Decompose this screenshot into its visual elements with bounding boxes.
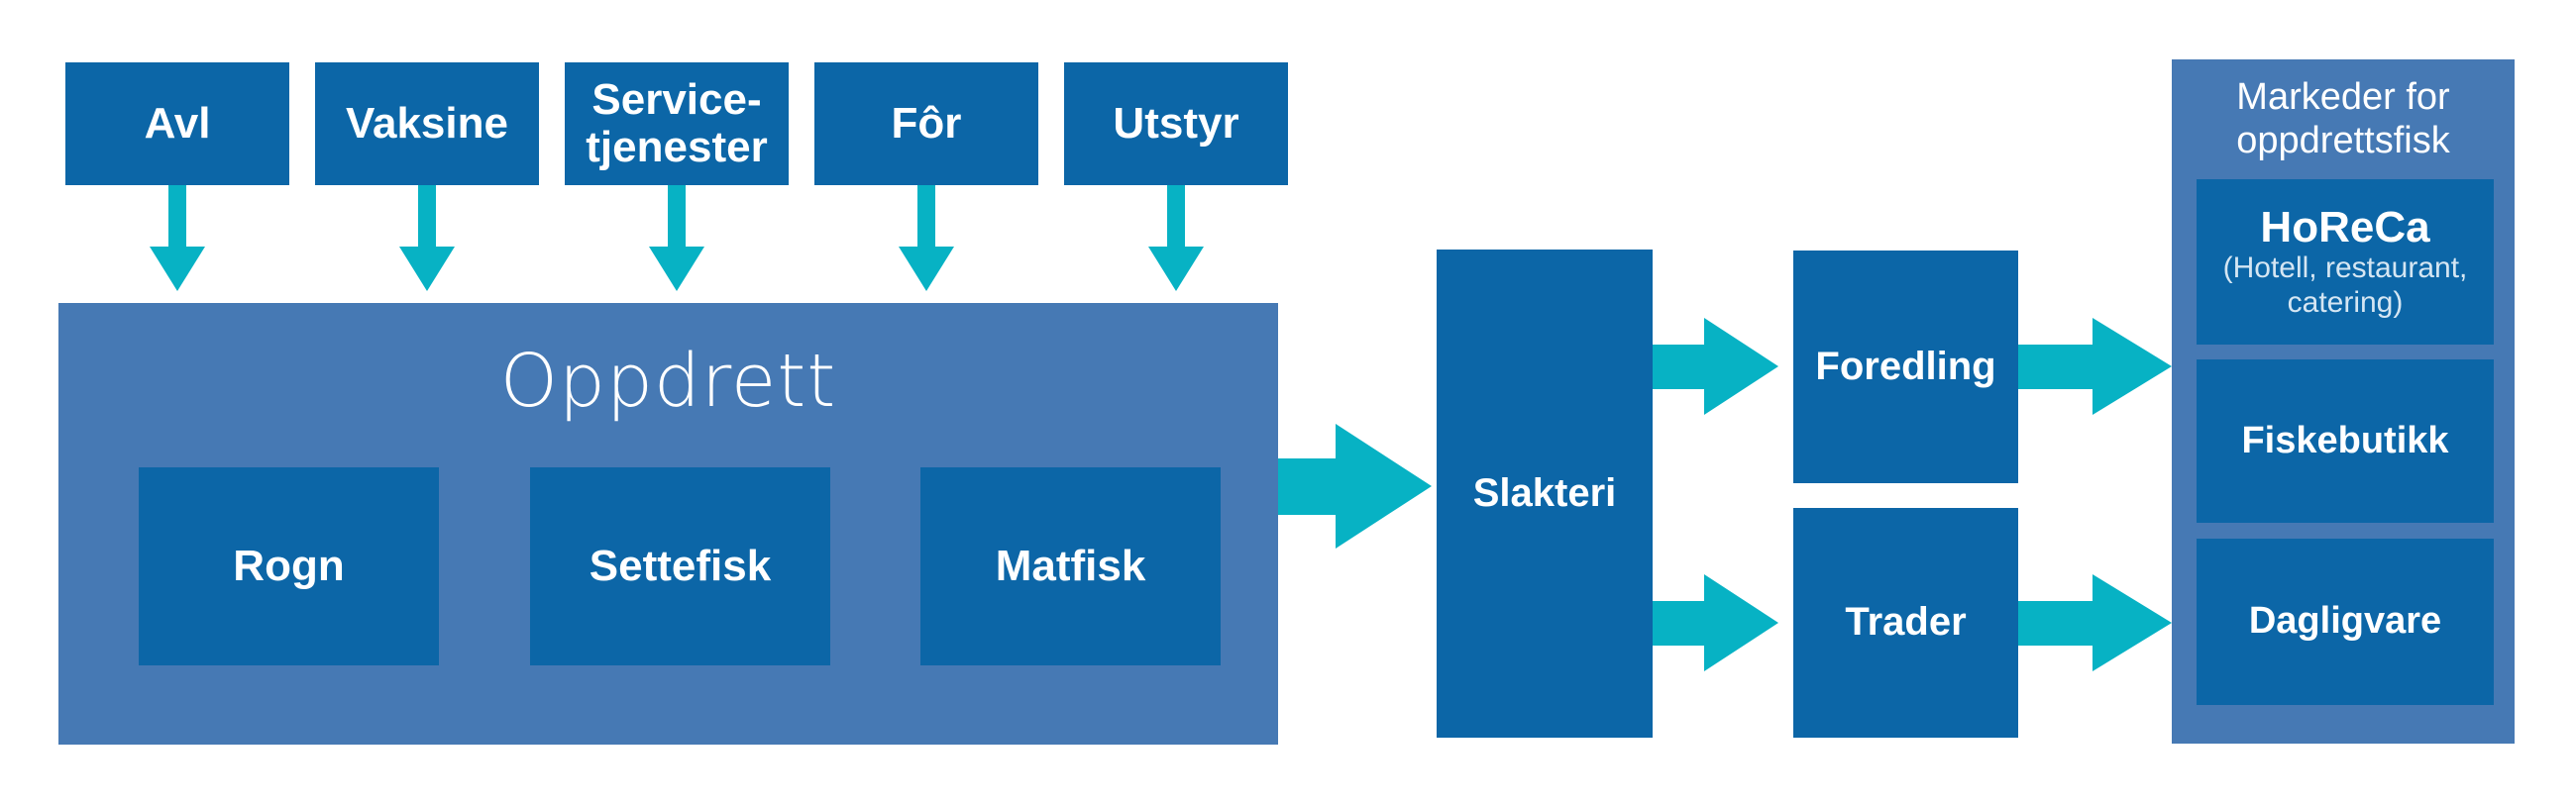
market-name-horeca: HoReCa: [2260, 202, 2430, 252]
trader-box: Trader: [1793, 508, 2018, 738]
arrow-slakteri-to-foredling-icon: [1653, 318, 1778, 415]
arrow-stem: [2018, 345, 2093, 389]
arrow-head: [1704, 318, 1778, 415]
arrow-down-vaksine-icon: [399, 185, 455, 291]
arrow-foredling-to-markets-icon: [2018, 318, 2172, 415]
market-name-fiskebutikk: Fiskebutikk: [2241, 419, 2449, 461]
market-box-dagligvare: Dagligvare: [2197, 539, 2494, 705]
trader-label: Trader: [1845, 600, 1967, 645]
arrow-stem: [418, 185, 436, 251]
supplier-box-avl: Avl: [65, 62, 289, 185]
arrow-head: [1704, 574, 1778, 671]
arrow-down-avl-icon: [150, 185, 205, 291]
stage-box-settefisk: Settefisk: [530, 467, 830, 665]
supplier-label-utstyr: Utstyr: [1113, 99, 1239, 149]
arrow-stem: [1278, 458, 1337, 515]
arrow-head: [150, 247, 205, 291]
arrow-stem: [168, 185, 186, 251]
arrow-stem: [917, 185, 935, 251]
market-detail-horeca: (Hotell, restaurant, catering): [2222, 252, 2468, 319]
supplier-label-avl: Avl: [144, 99, 211, 149]
arrow-stem: [2018, 601, 2093, 646]
supplier-label-servicetjenester: Service- tjenester: [586, 75, 768, 171]
supplier-box-utstyr: Utstyr: [1064, 62, 1288, 185]
arrow-head: [399, 247, 455, 291]
arrow-down-for-icon: [899, 185, 954, 291]
arrow-oppdrett-to-slakteri-icon: [1278, 424, 1432, 550]
market-box-horeca: HoReCa (Hotell, restaurant, catering): [2197, 179, 2494, 345]
supplier-label-vaksine: Vaksine: [346, 99, 508, 149]
arrow-trader-to-markets-icon: [2018, 574, 2172, 671]
stage-label-settefisk: Settefisk: [589, 542, 772, 591]
stage-box-matfisk: Matfisk: [920, 467, 1221, 665]
arrow-stem: [1167, 185, 1185, 251]
supplier-box-vaksine: Vaksine: [315, 62, 539, 185]
stage-label-matfisk: Matfisk: [995, 542, 1146, 591]
arrow-head: [1148, 247, 1204, 291]
arrow-down-utstyr-icon: [1148, 185, 1204, 291]
arrow-head: [649, 247, 704, 291]
stage-label-rogn: Rogn: [233, 542, 345, 591]
arrow-slakteri-to-trader-icon: [1653, 574, 1778, 671]
supplier-box-for: Fôr: [814, 62, 1038, 185]
supplier-label-for: Fôr: [891, 99, 962, 149]
supplier-box-servicetjenester: Service- tjenester: [565, 62, 789, 185]
arrow-stem: [1653, 345, 1705, 389]
arrow-stem: [1653, 601, 1705, 646]
market-name-dagligvare: Dagligvare: [2248, 600, 2442, 643]
slakteri-box: Slakteri: [1437, 250, 1653, 738]
foredling-box: Foredling: [1793, 251, 2018, 483]
arrow-stem: [668, 185, 686, 251]
arrow-head: [899, 247, 954, 291]
market-box-fiskebutikk: Fiskebutikk: [2197, 359, 2494, 523]
arrow-head: [1336, 424, 1432, 549]
arrow-down-servicetjenester-icon: [649, 185, 704, 291]
slakteri-label: Slakteri: [1472, 470, 1617, 515]
oppdrett-title: Oppdrett: [499, 339, 837, 424]
arrow-head: [2093, 574, 2172, 671]
foredling-label: Foredling: [1815, 344, 1996, 388]
oppdrett-container: Oppdrett Rogn Settefisk Matfisk: [58, 303, 1278, 745]
markets-panel-title: Markeder for oppdrettsfisk: [2236, 76, 2450, 162]
markets-panel: Markeder for oppdrettsfisk HoReCa (Hotel…: [2172, 59, 2515, 744]
stage-box-rogn: Rogn: [139, 467, 439, 665]
arrow-head: [2093, 318, 2172, 415]
